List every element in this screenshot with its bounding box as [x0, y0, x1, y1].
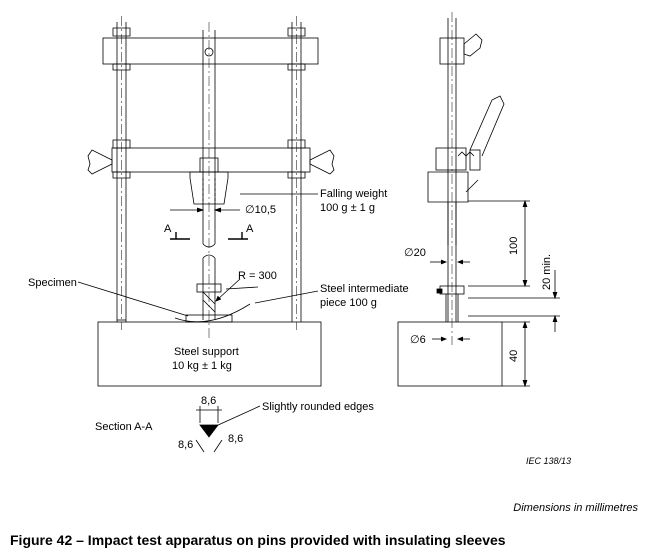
wing-nut-left [87, 149, 113, 175]
intermediate-piece-label-2: piece 100 g [320, 297, 377, 309]
specimen-plate [185, 314, 233, 323]
intermediate-piece-label-1: Steel intermediate [320, 283, 409, 295]
falling-weight-label-2: 100 g ± 1 g [320, 202, 375, 214]
edge-right-label: 8,6 [228, 433, 243, 445]
impact-test-apparatus-drawing: Falling weight 100 g ± 1 g ∅10,5 A A Spe… [28, 12, 571, 466]
falling-weight [189, 157, 229, 205]
edge-left-label: 8,6 [178, 439, 193, 451]
section-a-right-label: A [246, 223, 254, 235]
figure-caption: Figure 42 – Impact test apparatus on pin… [10, 532, 506, 548]
diameter-6-label: ∅6 [410, 334, 426, 346]
steel-support-label-2: 10 kg ± 1 kg [172, 360, 232, 372]
side-view [397, 12, 560, 388]
guide-tube [202, 22, 216, 340]
top-crossbar [102, 37, 319, 65]
rounded-edges-label: Slightly rounded edges [262, 401, 374, 413]
dimension-40-label: 40 [508, 350, 520, 362]
front-view [77, 16, 335, 387]
dimension-20-min-label: 20 min. [541, 254, 553, 290]
radius-label: R = 300 [238, 270, 277, 282]
right-rod [287, 16, 306, 330]
section-aa-label: Section A-A [95, 421, 153, 433]
clamp-bar [111, 147, 311, 173]
section-a-left-label: A [164, 223, 172, 235]
left-rod [112, 16, 131, 330]
edge-top-label: 8,6 [201, 395, 216, 407]
intermediate-piece-front [196, 254, 222, 320]
dimension-100-label: 100 [508, 237, 520, 255]
falling-weight-label-1: Falling weight [320, 188, 387, 200]
diameter-20-label: ∅20 [404, 247, 426, 259]
iec-reference: IEC 138/13 [526, 456, 571, 466]
diameter-10-5-label: ∅10,5 [245, 204, 276, 216]
section-aa-detail [195, 405, 261, 453]
units-note: Dimensions in millimetres [513, 502, 638, 514]
steel-support-label-1: Steel support [174, 346, 239, 358]
wing-nut-right [309, 149, 335, 175]
specimen-label: Specimen [28, 277, 77, 289]
